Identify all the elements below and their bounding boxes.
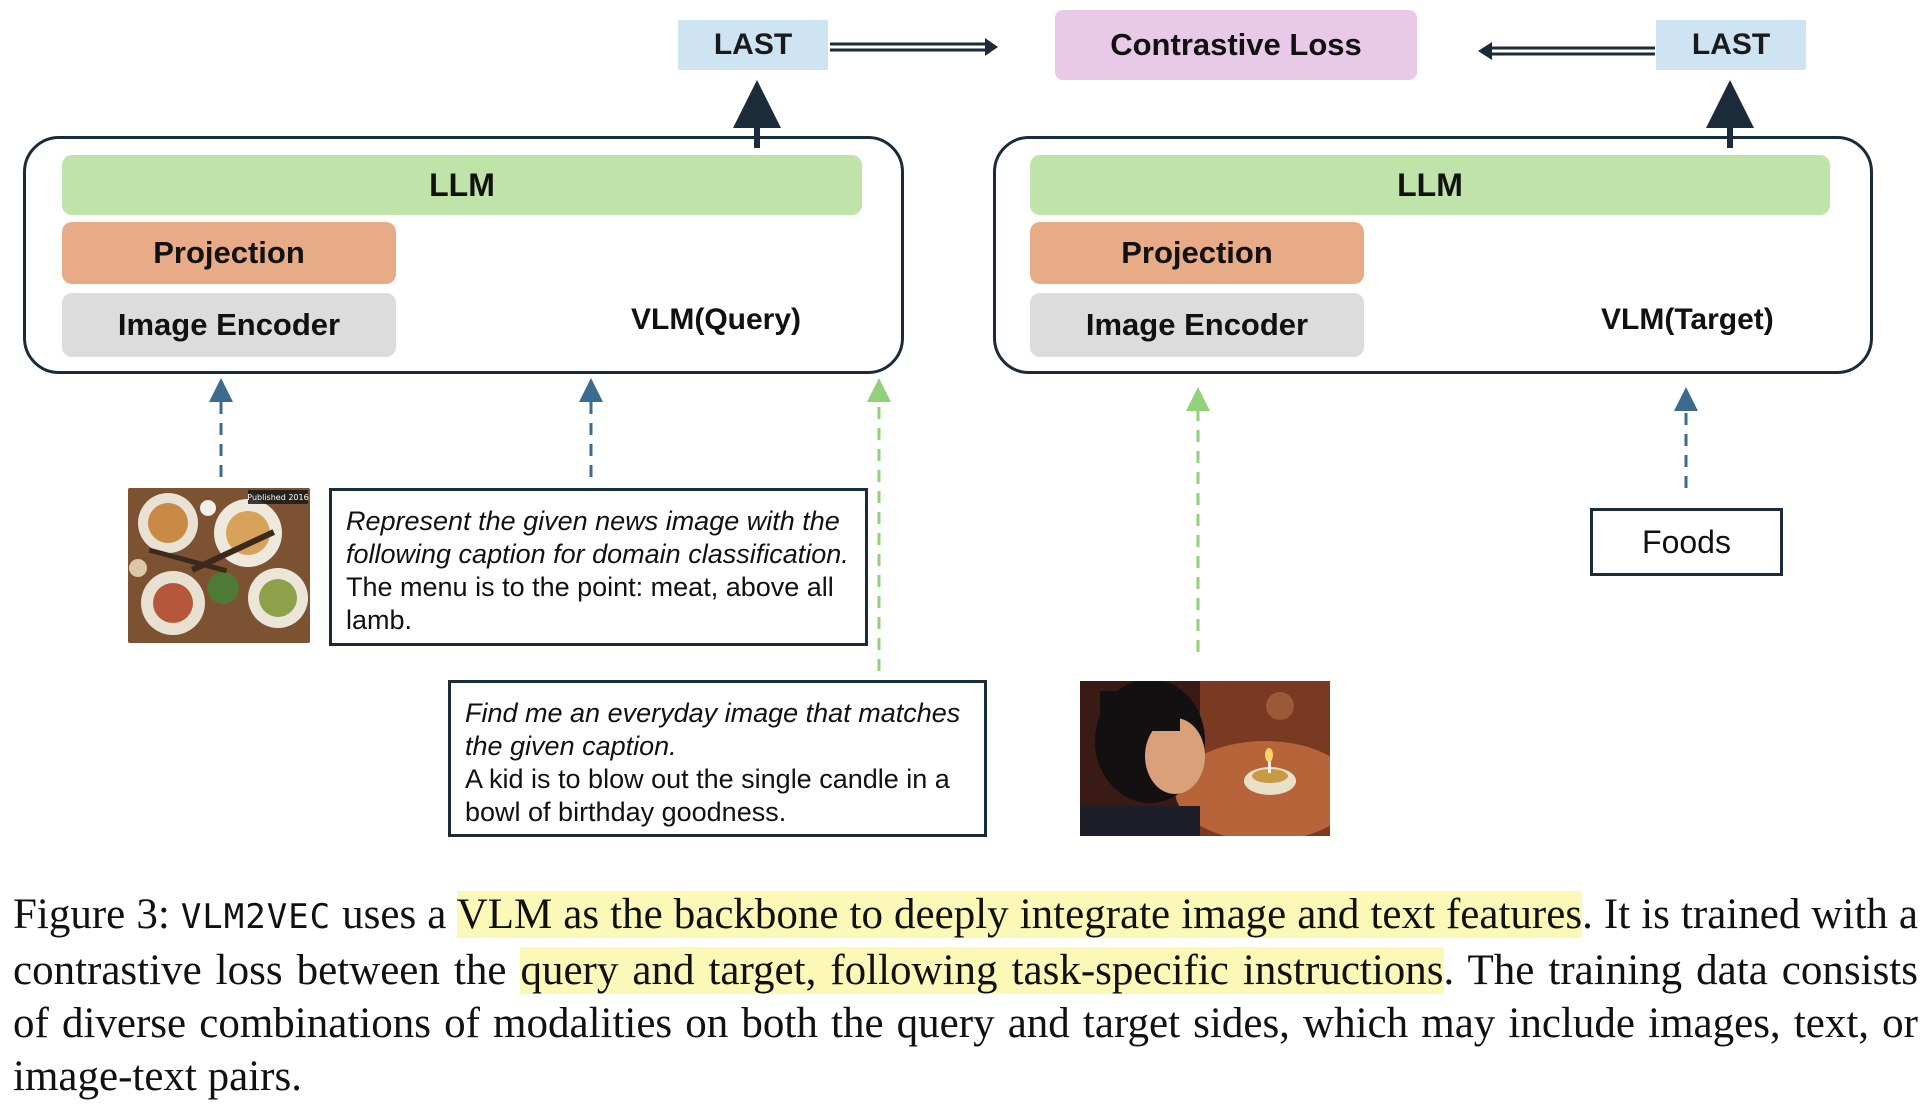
query-content-1: The menu is to the point: meat, above al… [346,572,834,635]
target-projection-block: Projection [1030,222,1364,284]
food-photo: Published 2016 [128,488,310,643]
photo-badge: Published 2016 [247,493,308,502]
query-text-box-1: Represent the given news image with the … [329,488,868,646]
target-text-box: Foods [1590,508,1783,576]
birthday-kid-photo [1080,681,1330,836]
query-projection-block: Projection [62,222,396,284]
query-content-2: A kid is to blow out the single candle i… [465,764,950,827]
caption-highlight-1: VLM as the backbone to deeply integrate … [456,891,1583,938]
vlm-target-label: VLM(Target) [1601,303,1774,336]
caption-part-1: uses a [331,891,457,938]
query-instruction-2: Find me an everyday image that matches t… [465,698,961,761]
figure-caption: Figure 3: VLM2VEC uses a VLM as the back… [13,888,1918,1103]
query-text-box-2: Find me an everyday image that matches t… [448,680,987,837]
diagram-arrows [209,38,1754,671]
vlm-target-frame [993,136,1873,374]
vlm-query-label: VLM(Query) [631,303,802,336]
caption-model-name: VLM2VEC [180,897,332,937]
query-llm-block: LLM [62,155,862,215]
target-image-encoder-block: Image Encoder [1030,293,1364,357]
contrastive-loss-box: Contrastive Loss [1055,10,1417,80]
caption-part-3: . The training data consists of diverse … [13,947,1918,1100]
caption-prefix: Figure 3: [13,891,181,938]
query-image-encoder-block: Image Encoder [62,293,396,357]
query-instruction-1: Represent the given news image with the … [346,506,849,569]
last-token-query: LAST [678,20,828,70]
last-token-target: LAST [1656,20,1806,70]
vlm-query-frame [23,136,904,374]
target-llm-block: LLM [1030,155,1830,215]
caption-part-2: . It is trained with a contrastive loss … [13,891,1918,994]
caption-highlight-2: query and target, following task-specifi… [520,947,1444,994]
